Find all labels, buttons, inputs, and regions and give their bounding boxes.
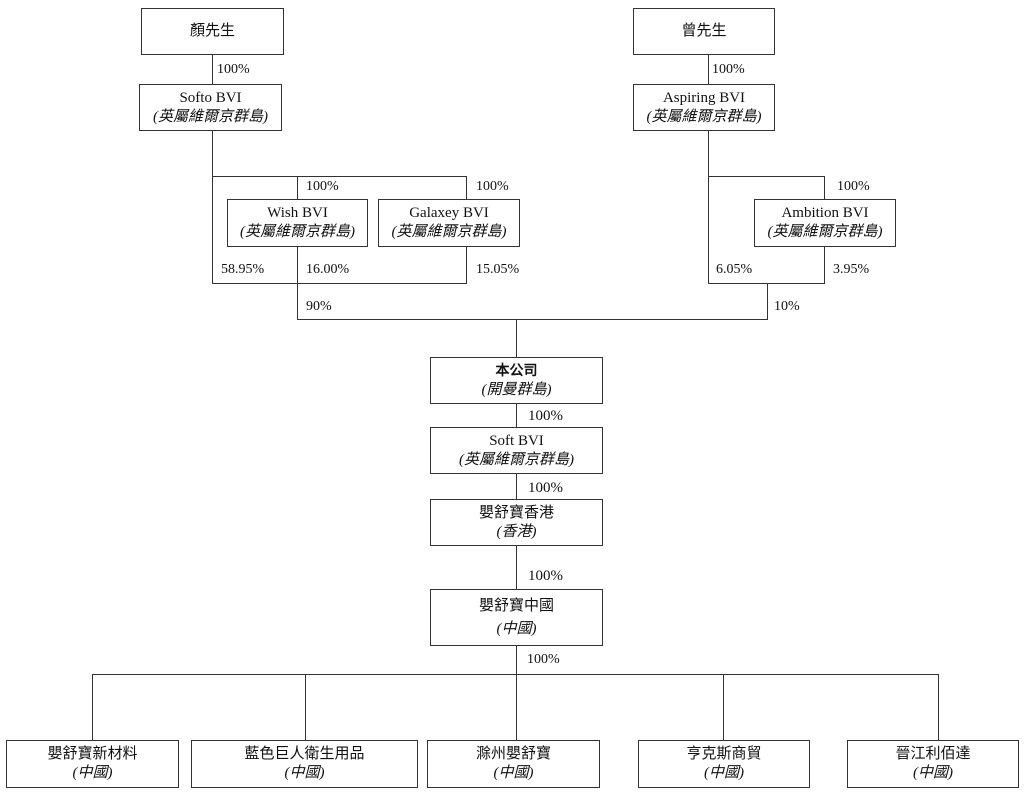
entity-wish-bvi: Wish BVI (英屬維爾京群島) (227, 199, 368, 247)
shareholder-mr-yan: 顏先生 (141, 8, 284, 55)
node-name: 嬰舒寶中國 (478, 597, 554, 614)
node-jurisdiction: (開曼群島) (481, 381, 552, 398)
node-jurisdiction: (英屬維爾京群島) (391, 224, 507, 240)
pct-company-to-soft: 100% (528, 408, 563, 424)
node-jurisdiction: (中國) (913, 765, 953, 781)
node-name: 滁州嬰舒寶 (475, 746, 551, 762)
node-name: Softo BVI (179, 89, 242, 106)
entity-sub-new-materials: 嬰舒寶新材料 (中國) (6, 740, 179, 788)
pct-softo-direct: 58.95% (221, 262, 265, 277)
node-name: Galaxey BVI (409, 205, 489, 221)
node-name: 本公司 (495, 362, 538, 379)
pct-yan-to-softo: 100% (217, 62, 250, 77)
entity-sub-jinjiang: 晉江利佰達 (中國) (847, 740, 1019, 788)
node-name: 藍色巨人衛生用品 (244, 746, 365, 762)
node-name: Soft BVI (489, 432, 544, 449)
entity-company: 本公司 (開曼群島) (430, 357, 603, 404)
node-jurisdiction: (香港) (496, 523, 537, 540)
node-jurisdiction: (中國) (284, 765, 325, 781)
node-jurisdiction: (英屬維爾京群島) (240, 224, 355, 240)
pct-aspiring-to-ambition: 100% (837, 179, 870, 194)
pct-galaxey-share: 15.05% (476, 262, 520, 277)
shareholder-mr-zeng: 曾先生 (633, 8, 775, 55)
pct-softo-to-wish: 100% (306, 179, 339, 194)
node-name: Aspiring BVI (662, 89, 746, 106)
entity-galaxey-bvi: Galaxey BVI (英屬維爾京群島) (378, 199, 520, 247)
node-jurisdiction: (英屬維爾京群島) (646, 108, 762, 125)
node-name: 顏先生 (189, 23, 235, 39)
pct-china-to-subs: 100% (527, 652, 560, 667)
pct-ambition-share: 3.95% (833, 262, 870, 277)
entity-sub-blue-giant: 藍色巨人衛生用品 (中國) (191, 740, 418, 788)
pct-wish-share: 16.00% (306, 262, 350, 277)
entity-aspiring-bvi: Aspiring BVI (英屬維爾京群島) (633, 84, 775, 131)
node-name: Wish BVI (267, 205, 328, 221)
node-name: 亨克斯商貿 (686, 746, 762, 762)
node-jurisdiction: (中國) (493, 765, 534, 781)
node-jurisdiction: (中國) (496, 620, 537, 637)
entity-ambition-bvi: Ambition BVI (英屬維爾京群島) (754, 199, 896, 247)
node-name: 曾先生 (681, 23, 727, 39)
pct-right-group-total: 10% (774, 299, 800, 314)
node-name: 晉江利佰達 (895, 746, 971, 762)
pct-left-group-total: 90% (306, 299, 332, 314)
node-name: 嬰舒寶新材料 (47, 746, 138, 762)
node-name: Ambition BVI (781, 205, 869, 221)
entity-ysb-hk: 嬰舒寶香港 (香港) (430, 499, 603, 546)
node-jurisdiction: (英屬維爾京群島) (459, 451, 574, 468)
entity-soft-bvi: Soft BVI (英屬維爾京群島) (430, 427, 603, 474)
pct-softo-to-galaxey: 100% (476, 179, 509, 194)
pct-zeng-to-aspiring: 100% (712, 62, 745, 77)
node-name: 嬰舒寶香港 (478, 504, 554, 521)
node-jurisdiction: (中國) (72, 765, 113, 781)
pct-hk-to-china: 100% (528, 568, 563, 584)
pct-aspiring-direct: 6.05% (716, 262, 753, 277)
entity-ysb-china: 嬰舒寶中國 (中國) (430, 589, 603, 646)
node-jurisdiction: (英屬維爾京群島) (153, 108, 268, 125)
pct-soft-to-hk: 100% (528, 480, 563, 496)
entity-sub-hengkesi: 亨克斯商貿 (中國) (638, 740, 810, 788)
node-jurisdiction: (中國) (704, 765, 744, 781)
entity-sub-chuzhou: 滁州嬰舒寶 (中國) (427, 740, 600, 788)
node-jurisdiction: (英屬維爾京群島) (767, 224, 883, 240)
entity-softo-bvi: Softo BVI (英屬維爾京群島) (139, 84, 282, 131)
